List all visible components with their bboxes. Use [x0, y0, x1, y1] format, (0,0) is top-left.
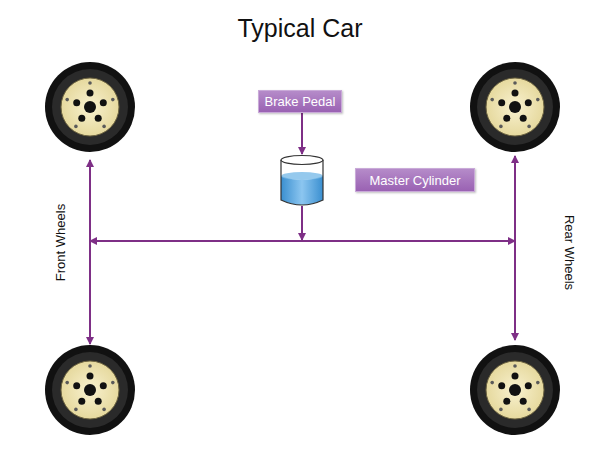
front-right-wheel: [45, 345, 135, 435]
brake-lines: [90, 112, 515, 344]
diagram-title: Typical Car: [0, 14, 600, 43]
rear-left-wheel: [470, 62, 560, 152]
label-box: Brake Pedal: [258, 90, 342, 113]
axle-label: Rear Wheels: [562, 214, 577, 289]
rear-right-wheel: [470, 345, 560, 435]
box-label: Brake Pedal: [265, 94, 336, 109]
label-box: Master Cylinder: [355, 168, 475, 192]
front-left-wheel: [45, 62, 135, 152]
axle-label: Front Wheels: [53, 203, 68, 280]
box-label: Master Cylinder: [369, 173, 460, 188]
master-cylinder-icon: [281, 156, 323, 206]
